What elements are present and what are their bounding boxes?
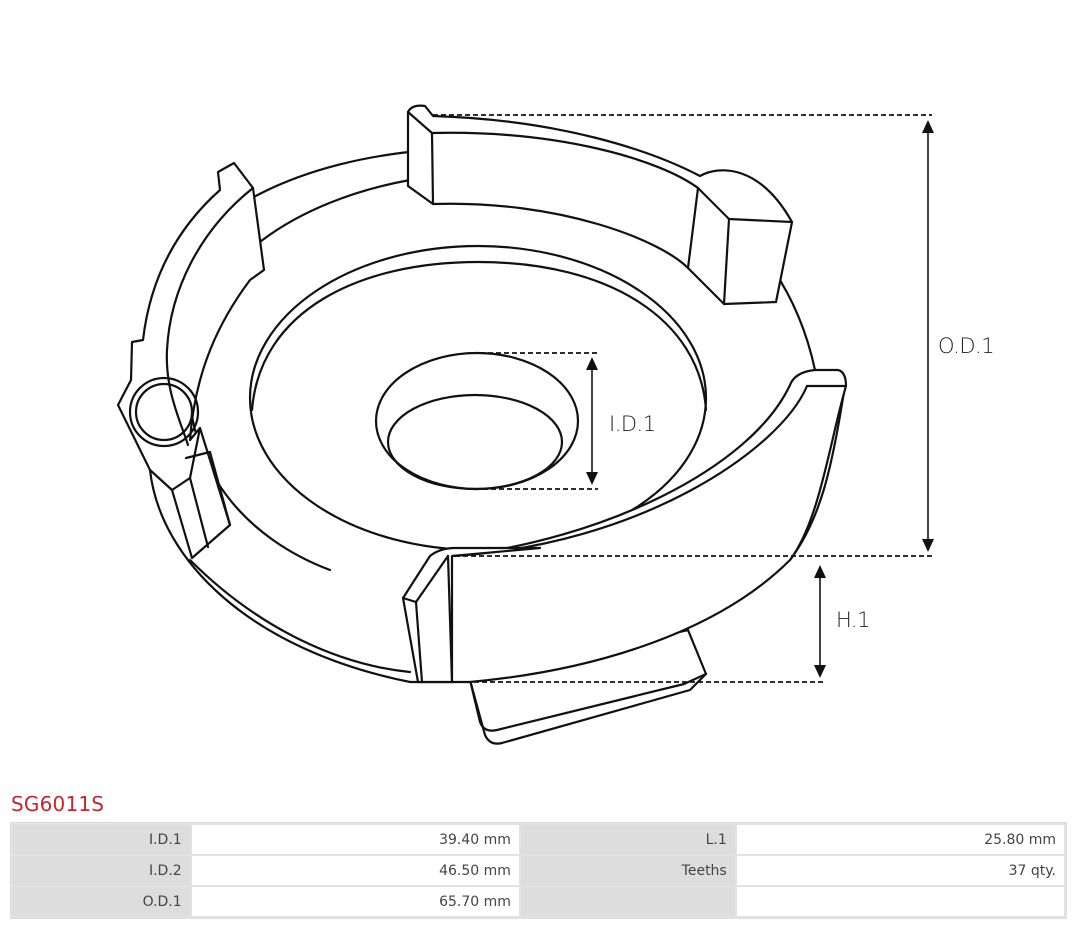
product-code-title: SG6011S — [11, 792, 105, 816]
table-row: O.D.1 65.70 mm — [13, 887, 1064, 916]
table-row: I.D.2 46.50 mm Teeths 37 qty. — [13, 856, 1064, 885]
spec-key: I.D.2 — [13, 856, 190, 885]
spec-key: L.1 — [520, 825, 735, 854]
table-row: I.D.1 39.40 mm L.1 25.80 mm — [13, 825, 1064, 854]
spec-table: I.D.1 39.40 mm L.1 25.80 mm I.D.2 46.50 … — [10, 822, 1067, 919]
h1-label: H.1 — [836, 608, 870, 632]
spec-value: 37 qty. — [736, 856, 1064, 885]
id1-dimension: I.D.1 — [475, 352, 656, 490]
spec-value: 25.80 mm — [736, 825, 1064, 854]
od1-dimension: O.D.1 — [433, 114, 995, 557]
left-arm — [116, 161, 266, 560]
spec-value — [736, 887, 1064, 916]
spec-value: 46.50 mm — [191, 856, 519, 885]
spec-key — [520, 887, 735, 916]
center-hole — [374, 351, 580, 491]
spec-value: 39.40 mm — [191, 825, 519, 854]
spec-value: 65.70 mm — [191, 887, 519, 916]
h1-dimension: H.1 — [418, 565, 870, 683]
top-tab — [406, 104, 794, 306]
spec-key: O.D.1 — [13, 887, 190, 916]
front-tab — [401, 546, 542, 684]
od1-label: O.D.1 — [938, 334, 994, 358]
spec-key: I.D.1 — [13, 825, 190, 854]
id1-label: I.D.1 — [609, 412, 656, 436]
spec-key: Teeths — [520, 856, 735, 885]
technical-drawing: O.D.1 I.D.1 H.1 — [116, 104, 995, 745]
